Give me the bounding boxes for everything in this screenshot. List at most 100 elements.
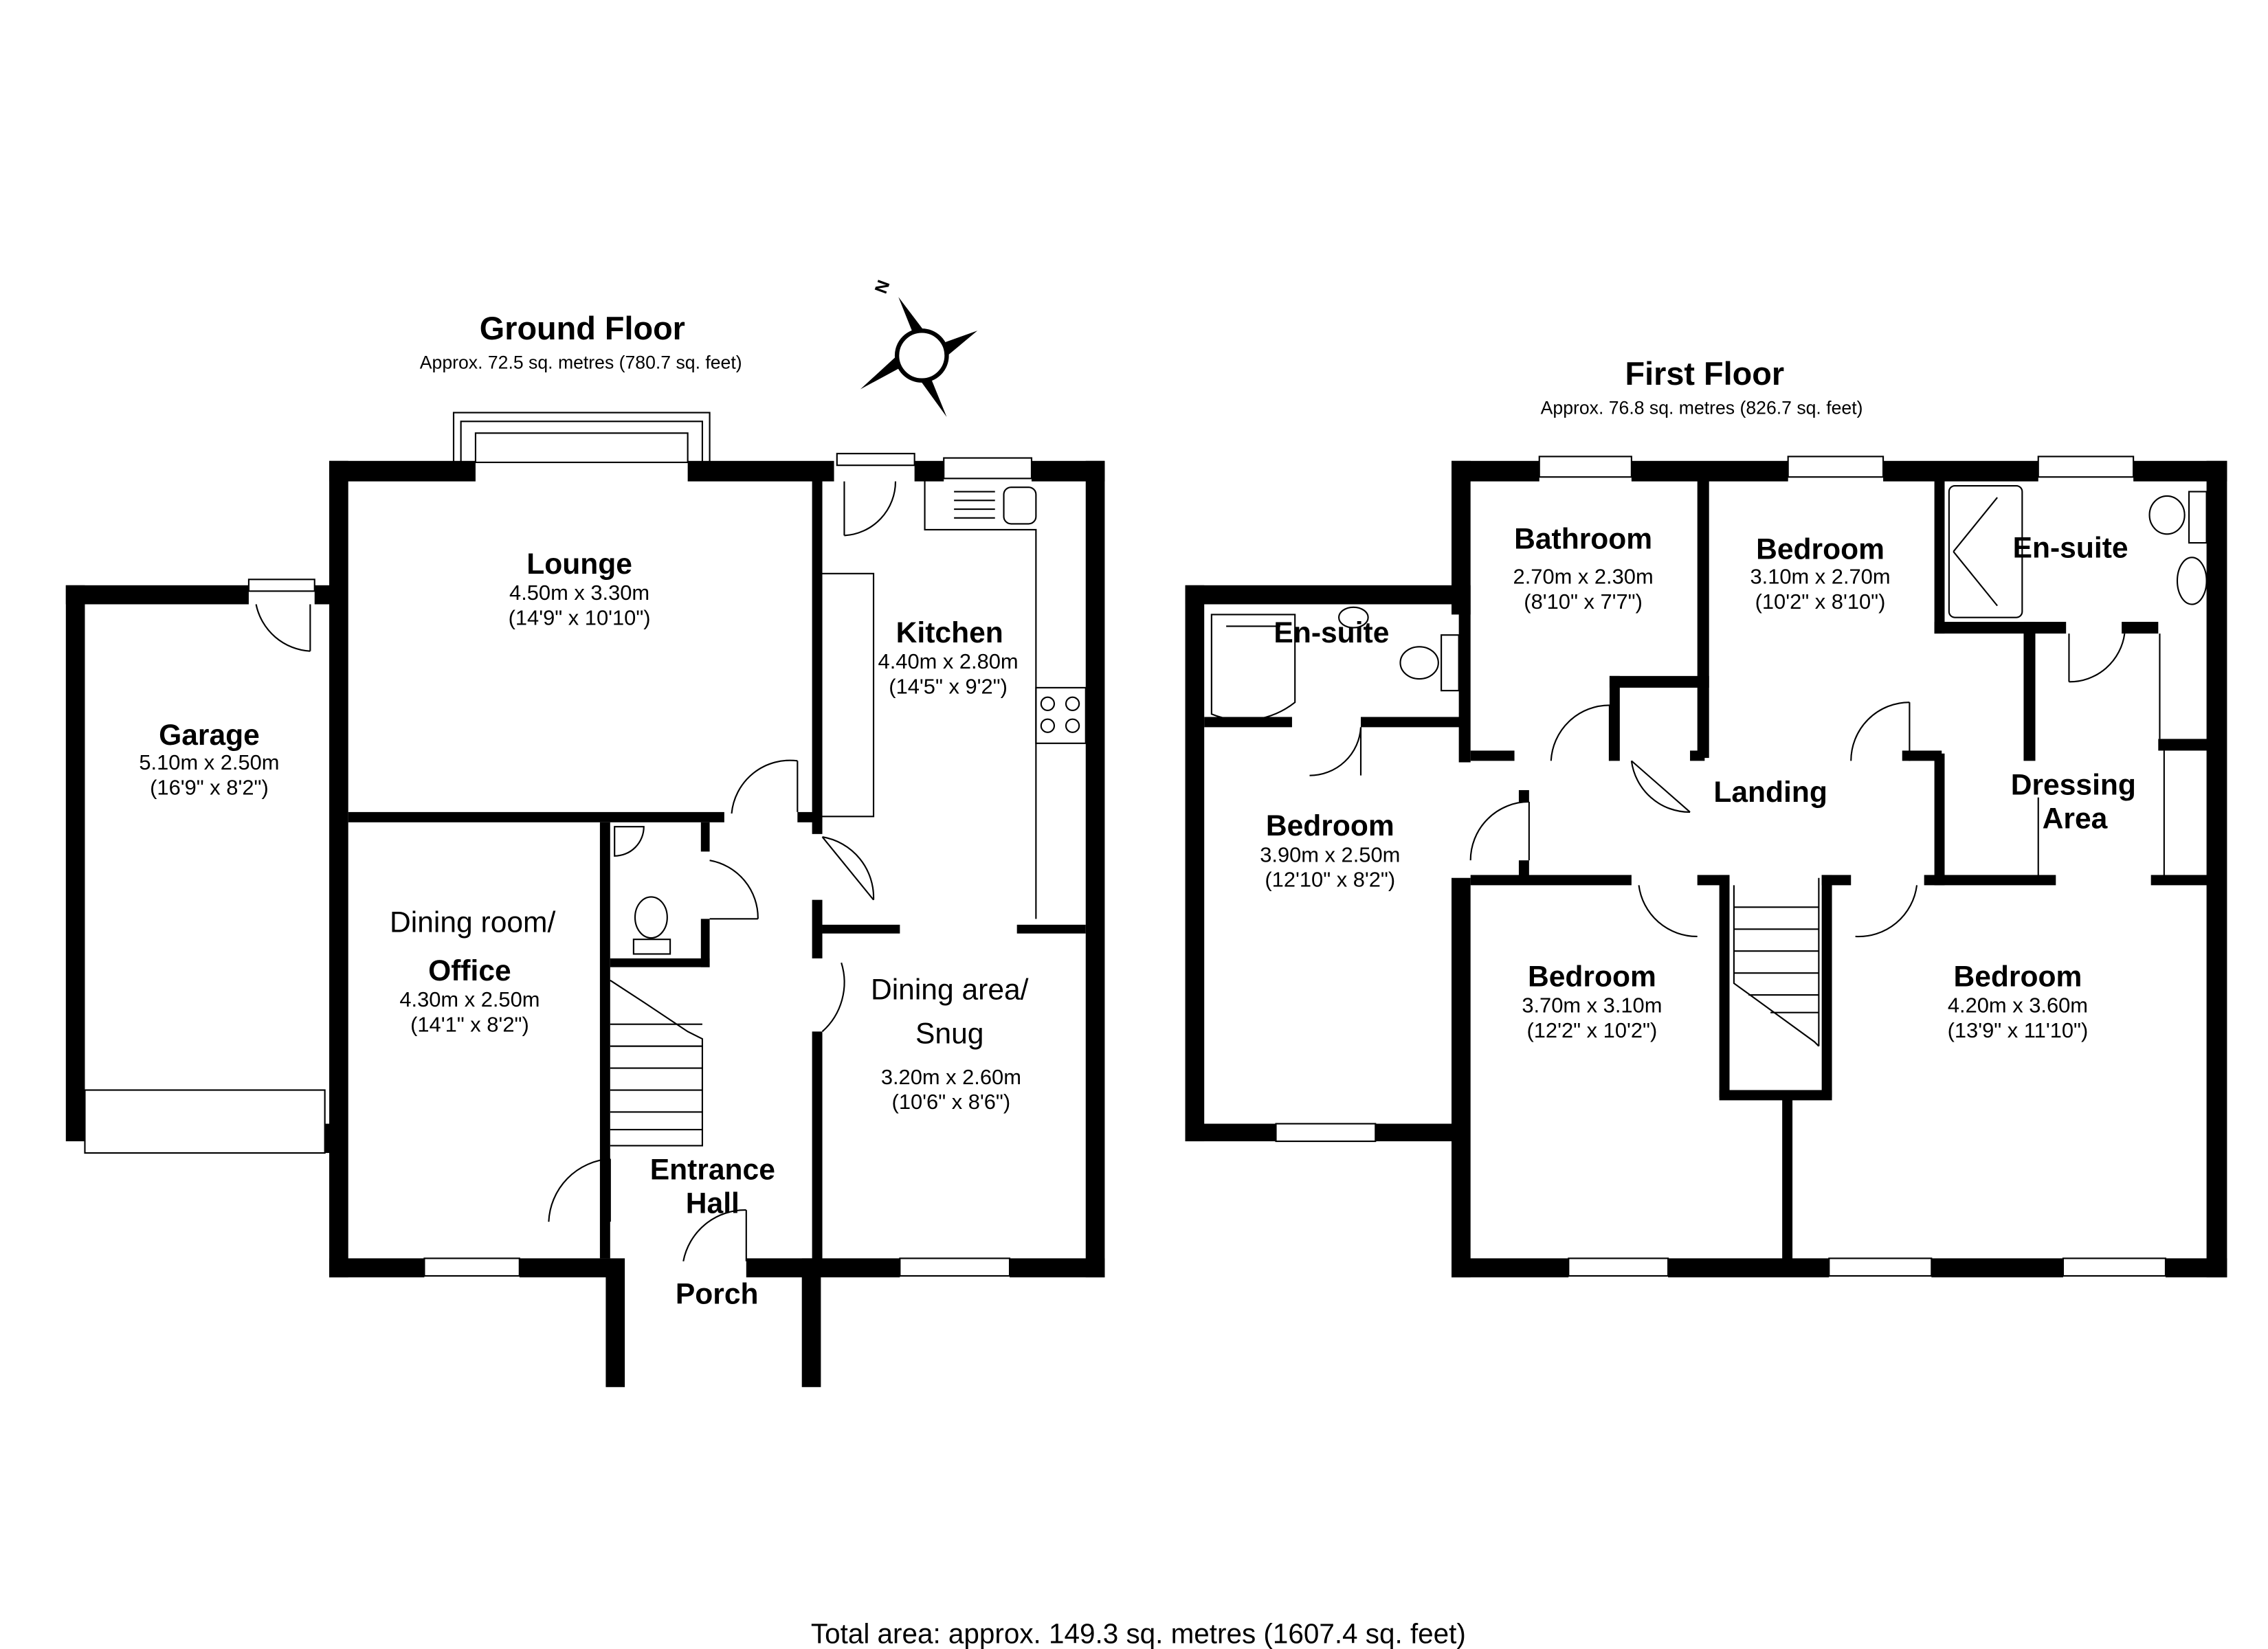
toilet-icon xyxy=(1399,634,1460,692)
wardrobe-sliding-door-icon xyxy=(2037,633,2165,875)
room-dimensions-metric: 3.10m x 2.70m xyxy=(1750,565,1890,589)
room-name: Bedroom xyxy=(1266,809,1394,842)
room-dimensions-metric: 4.50m x 3.30m xyxy=(509,581,649,605)
ground-floor-area: Approx. 72.5 sq. metres (780.7 sq. feet) xyxy=(420,352,742,373)
basin-icon xyxy=(1338,606,1369,629)
staircase-icon xyxy=(1733,877,1820,1047)
door-icon xyxy=(821,962,845,1033)
ground-floor-title: Ground Floor xyxy=(480,311,685,346)
ground-floor-plan: Ground Floor Approx. 72.5 sq. metres (78… xyxy=(65,278,1105,1387)
room-name: Snug xyxy=(915,1017,983,1050)
shower-icon xyxy=(1948,484,2023,618)
room-bathroom: Bathroom 2.70m x 2.30m (8'10" x 7'7") xyxy=(1513,523,1654,614)
basin-icon xyxy=(614,826,645,857)
room-dining-snug: Dining area/ Snug 3.20m x 2.60m (10'6" x… xyxy=(871,973,1029,1114)
room-dressing-area: Dressing Area xyxy=(2011,768,2136,835)
door-icon xyxy=(247,579,315,652)
window-icon xyxy=(1538,456,1632,478)
room-dimensions-imperial: (12'2" x 10'2") xyxy=(1526,1018,1657,1042)
room-bedroom-rear: Bedroom 3.10m x 2.70m (10'2" x 8'10") xyxy=(1750,532,1890,613)
door-icon xyxy=(1309,727,1362,776)
room-dimensions-imperial: (14'5" x 9'2") xyxy=(889,674,1008,698)
room-ensuite-right: En-suite xyxy=(2013,531,2128,564)
sink-icon xyxy=(954,486,1037,525)
door-icon xyxy=(1855,885,1918,938)
room-dimensions-imperial: (13'9" x 11'10") xyxy=(1948,1018,2089,1042)
room-dimensions-imperial: (16'9" x 8'2") xyxy=(150,775,269,799)
room-name: Bathroom xyxy=(1514,523,1652,556)
room-dimensions-metric: 5.10m x 2.50m xyxy=(139,750,279,774)
room-bedroom-master: Bedroom 4.20m x 3.60m (13'9" x 11'10") xyxy=(1948,960,2089,1042)
room-kitchen: Kitchen 4.40m x 2.80m (14'5" x 9'2") xyxy=(878,616,1019,699)
room-dimensions-imperial: (10'2" x 8'10") xyxy=(1755,590,1886,614)
door-icon xyxy=(836,453,915,537)
door-icon xyxy=(1850,702,1911,761)
room-name: Bedroom xyxy=(1954,960,2082,993)
room-bedroom-left: Bedroom 3.90m x 2.50m (12'10" x 8'2") xyxy=(1260,809,1400,892)
room-dimensions-imperial: (14'1" x 8'2") xyxy=(410,1012,529,1036)
door-icon xyxy=(821,836,875,901)
toilet-icon xyxy=(632,896,671,955)
first-floor-plan: First Floor Approx. 76.8 sq. metres (826… xyxy=(1185,356,2227,1278)
window-icon xyxy=(1275,1123,1377,1143)
room-name: Bedroom xyxy=(1528,960,1656,993)
room-dimensions-metric: 2.70m x 2.30m xyxy=(1513,565,1654,589)
room-dimensions-metric: 4.30m x 2.50m xyxy=(399,987,540,1011)
room-name: Dining area/ xyxy=(871,973,1029,1006)
room-lounge: Lounge 4.50m x 3.30m (14'9" x 10'10") xyxy=(509,548,651,630)
compass-north-label: N xyxy=(871,278,894,296)
room-dimensions-imperial: (10'6" x 8'6") xyxy=(892,1090,1011,1114)
room-dining-office: Dining room/ Office 4.30m x 2.50m (14'1"… xyxy=(390,906,556,1037)
door-icon xyxy=(548,1158,611,1222)
room-landing: Landing xyxy=(1713,776,1827,809)
window-icon xyxy=(2062,1257,2167,1277)
room-garage: Garage 5.10m x 2.50m (16'9" x 8'2") xyxy=(139,719,279,799)
first-floor-walls xyxy=(1185,460,2227,1278)
door-icon xyxy=(1638,885,1698,937)
door-icon xyxy=(682,1209,747,1261)
room-dimensions-metric: 3.90m x 2.50m xyxy=(1260,842,1400,866)
room-name: Lounge xyxy=(526,548,632,581)
room-name: Bedroom xyxy=(1756,532,1885,565)
total-area: Total area: approx. 149.3 sq. metres (16… xyxy=(811,1617,1466,1649)
room-ensuite-left: En-suite xyxy=(1274,616,1389,649)
door-icon xyxy=(2068,633,2126,683)
room-name: Entrance xyxy=(650,1153,775,1186)
window-icon xyxy=(943,457,1033,480)
room-bedroom-front: Bedroom 3.70m x 3.10m (12'2" x 10'2") xyxy=(1522,960,1662,1042)
hob-icon xyxy=(1040,696,1080,733)
room-dimensions-metric: 3.70m x 3.10m xyxy=(1522,994,1662,1018)
ground-floor-walls xyxy=(65,460,1105,1387)
room-name: Kitchen xyxy=(896,616,1003,649)
room-porch: Porch xyxy=(676,1277,759,1310)
basin-icon xyxy=(2176,557,2208,605)
shower-icon xyxy=(1210,614,1296,721)
room-dimensions-imperial: (14'9" x 10'10") xyxy=(509,605,651,629)
first-floor-title: First Floor xyxy=(1625,356,1785,392)
room-name: Dressing xyxy=(2011,768,2136,801)
door-icon xyxy=(1469,800,1530,861)
compass-north-arrow-icon: N xyxy=(860,278,978,417)
room-dimensions-metric: 4.40m x 2.80m xyxy=(878,649,1019,673)
room-entrance-hall: Entrance Hall xyxy=(650,1153,775,1220)
window-icon xyxy=(1787,456,1885,478)
room-name: Office xyxy=(428,954,511,987)
window-icon xyxy=(423,1257,520,1277)
room-dimensions-metric: 4.20m x 3.60m xyxy=(1948,994,2088,1018)
room-dimensions-imperial: (12'10" x 8'2") xyxy=(1265,868,1395,892)
door-icon xyxy=(731,759,799,814)
kitchen-worktop xyxy=(822,480,1087,919)
room-name: Area xyxy=(2043,802,2108,835)
bay-window-icon xyxy=(452,412,711,464)
door-icon xyxy=(1630,760,1691,813)
staircase-icon xyxy=(610,979,703,1147)
room-name: Garage xyxy=(159,719,260,752)
room-name: Hall xyxy=(686,1187,740,1220)
window-icon xyxy=(1828,1257,1933,1277)
first-floor-area: Approx. 76.8 sq. metres (826.7 sq. feet) xyxy=(1541,398,1863,418)
window-icon xyxy=(899,1257,1011,1277)
door-icon xyxy=(709,860,759,920)
toilet-icon xyxy=(2148,491,2208,544)
window-icon xyxy=(2037,456,2135,478)
